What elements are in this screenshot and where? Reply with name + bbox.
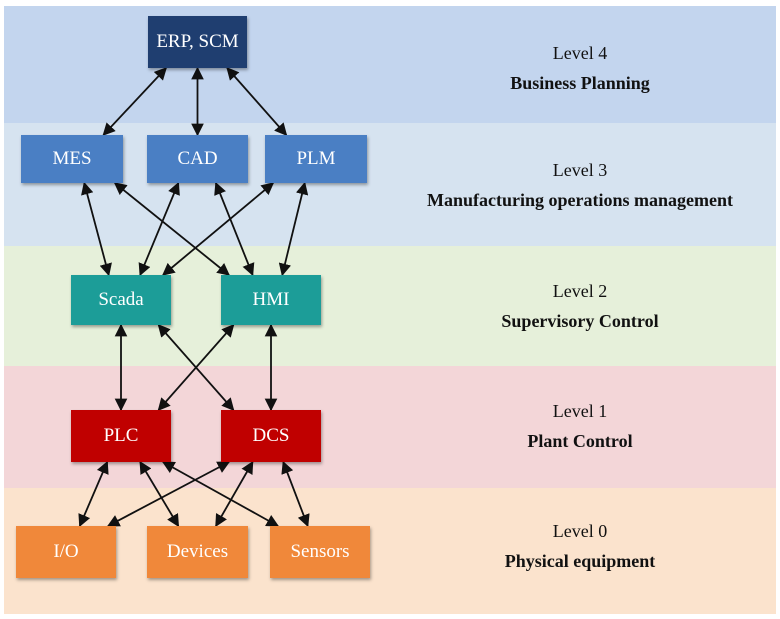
level-1-label: Level 1 Plant Control [420,400,740,452]
node-cad: CAD [147,135,248,183]
arrow-cad-hmi [214,181,255,277]
node-plc: PLC [71,410,171,462]
node-scada: Scada [71,275,171,325]
level-title: Plant Control [527,431,633,451]
level-2-label: Level 2 Supervisory Control [420,280,740,332]
arrow-dcs-devices [215,460,254,528]
node-sensors: Sensors [270,526,370,578]
arrow-plc-devices [139,460,180,528]
arrow-dcs-io [106,461,231,527]
level-number: Level 1 [552,401,608,421]
node-plm: PLM [265,135,367,183]
node-dcs: DCS [221,410,321,462]
arrow-mes-scada [81,181,112,277]
arrow-plm-scada [162,182,275,276]
level-number: Level 0 [552,521,608,541]
level-title: Manufacturing operations management [427,190,733,210]
level-title: Physical equipment [504,551,656,571]
level-number: Level 3 [552,160,608,180]
level-number: Level 2 [552,281,608,301]
arrow-erp-plm [226,67,288,136]
level-4-label: Level 4 Business Planning [420,42,740,94]
level-0-label: Level 0 Physical equipment [420,520,740,572]
node-io: I/O [16,526,116,578]
node-devices: Devices [147,526,248,578]
arrow-erp-mes [102,67,167,136]
level-title: Supervisory Control [501,311,659,331]
arrow-dcs-sensors [281,460,310,528]
node-mes: MES [21,135,123,183]
level-title: Business Planning [510,73,650,93]
arrow-hmi-plc [157,324,235,411]
arrow-plc-io [78,460,109,528]
node-erp-scm: ERP, SCM [148,16,247,68]
arrow-plm-hmi [278,181,309,277]
level-3-label: Level 3 Manufacturing operations managem… [420,159,740,211]
level-number: Level 4 [552,43,608,63]
node-hmi: HMI [221,275,321,325]
